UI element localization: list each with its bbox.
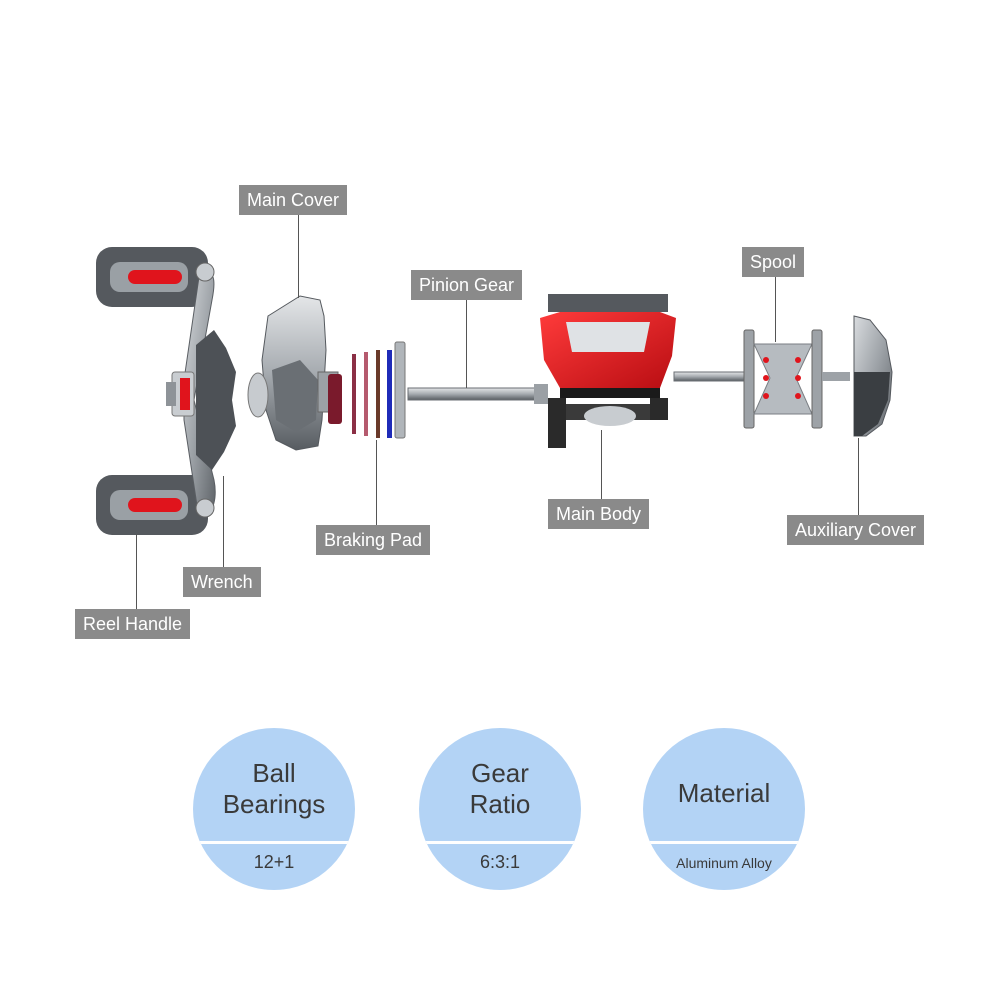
spec-name-line1: Gear (471, 758, 529, 788)
spec-value: 12+1 (253, 852, 295, 872)
main-cover-label: Main Cover (239, 185, 348, 215)
auxiliary-cover-label: Auxiliary Cover (787, 515, 925, 545)
material-spec: Material Aluminum Alloy (643, 728, 805, 890)
main-body-part (540, 294, 676, 448)
spec-name-line2: Ratio (469, 789, 531, 819)
main-cover-part (247, 295, 339, 451)
reel-handle-leader (136, 534, 137, 610)
auxiliary-cover-leader (858, 438, 859, 516)
spec-name: Gear Ratio (419, 758, 581, 820)
spec-name-line1: Ball (252, 758, 296, 788)
spec-divider (643, 841, 805, 844)
spool-part (673, 329, 850, 429)
braking-pad-label: Braking Pad (316, 525, 431, 555)
spool-leader (775, 276, 776, 342)
ball-bearings-spec: Ball Bearings 12+1 (193, 728, 355, 890)
pinion-gear-part (407, 384, 548, 404)
wrench-leader (223, 476, 224, 568)
spec-value: 6:3:1 (479, 852, 521, 872)
pinion-gear-leader (466, 300, 467, 388)
braking-pad-part (328, 341, 406, 439)
spec-divider (193, 841, 355, 844)
exploded-reel-diagram (96, 247, 893, 535)
spool-label: Spool (742, 247, 805, 277)
spec-name-line1: Material (677, 778, 771, 808)
main-body-label: Main Body (548, 499, 650, 529)
spec-divider (419, 841, 581, 844)
main-cover-leader (298, 214, 299, 298)
wrench-part (166, 330, 236, 470)
spec-name-line2: Bearings (222, 789, 326, 819)
reel-handle-label: Reel Handle (75, 609, 191, 639)
spec-name: Material (643, 778, 805, 809)
pinion-gear-label: Pinion Gear (411, 270, 523, 300)
main-body-leader (601, 430, 602, 500)
auxiliary-cover-part (853, 315, 893, 437)
wrench-label: Wrench (183, 567, 261, 597)
spec-name: Ball Bearings (193, 758, 355, 820)
spec-value: Aluminum Alloy (676, 855, 772, 871)
gear-ratio-spec: Gear Ratio 6:3:1 (419, 728, 581, 890)
reel-handle-part (96, 247, 216, 535)
braking-pad-leader (376, 440, 377, 526)
